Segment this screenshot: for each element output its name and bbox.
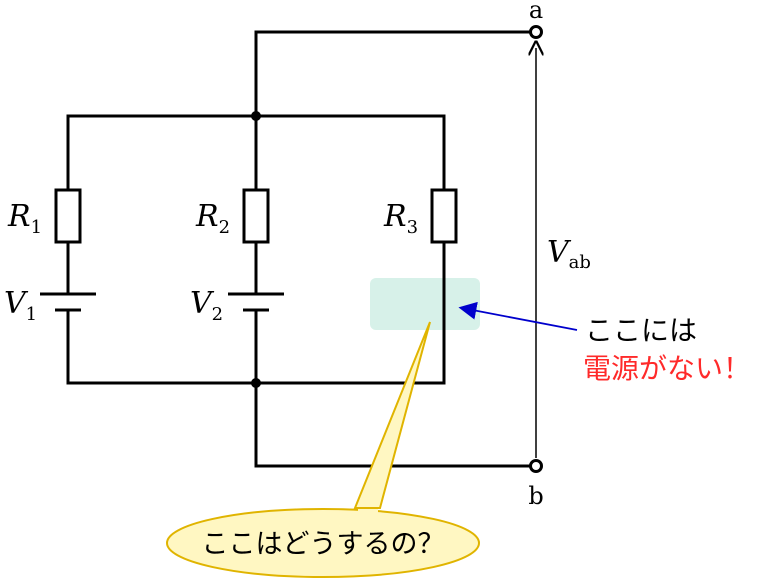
v1-subscript: 1 xyxy=(26,304,37,325)
terminal-a xyxy=(529,25,543,39)
v1-label: V1 xyxy=(4,286,37,325)
speech-bubble-tail xyxy=(353,321,431,509)
resistor-r3 xyxy=(430,188,458,244)
terminal-a-label: a xyxy=(529,0,543,24)
vab-subscript: ab xyxy=(569,252,591,273)
junction-bottom xyxy=(251,378,261,388)
vab-label: Vab xyxy=(547,235,591,273)
battery-v2 xyxy=(228,292,284,312)
no-source-highlight xyxy=(370,278,480,330)
speech-bubble xyxy=(166,508,480,578)
r2-subscript: 2 xyxy=(219,217,230,238)
junction-top xyxy=(251,111,261,121)
resistor-r1 xyxy=(54,188,82,244)
terminal-b xyxy=(529,459,543,473)
r1-label: R1 xyxy=(7,199,42,238)
speech-bubble-text: ここはどうするの？ xyxy=(202,529,445,560)
v2-subscript: 2 xyxy=(212,304,223,325)
v2-label: V2 xyxy=(190,286,223,325)
r1-subscript: 1 xyxy=(31,217,42,238)
battery-v1 xyxy=(40,292,96,312)
vab-symbol: V xyxy=(547,235,572,270)
terminal-b-label: b xyxy=(528,482,543,510)
v2-symbol: V xyxy=(190,286,215,321)
r3-subscript: 3 xyxy=(407,217,418,238)
r3-label: R3 xyxy=(383,199,418,238)
v1-symbol: V xyxy=(4,286,29,321)
wires xyxy=(66,30,534,468)
r3-symbol: R xyxy=(383,199,407,234)
annotation-line2: 電源がない！ xyxy=(583,352,751,385)
pointer-arrow xyxy=(458,301,578,331)
resistor-r2 xyxy=(242,188,270,244)
r2-label: R2 xyxy=(195,199,230,238)
r1-symbol: R xyxy=(7,199,31,234)
r2-symbol: R xyxy=(195,199,219,234)
annotation-line1: ここには xyxy=(585,314,697,347)
